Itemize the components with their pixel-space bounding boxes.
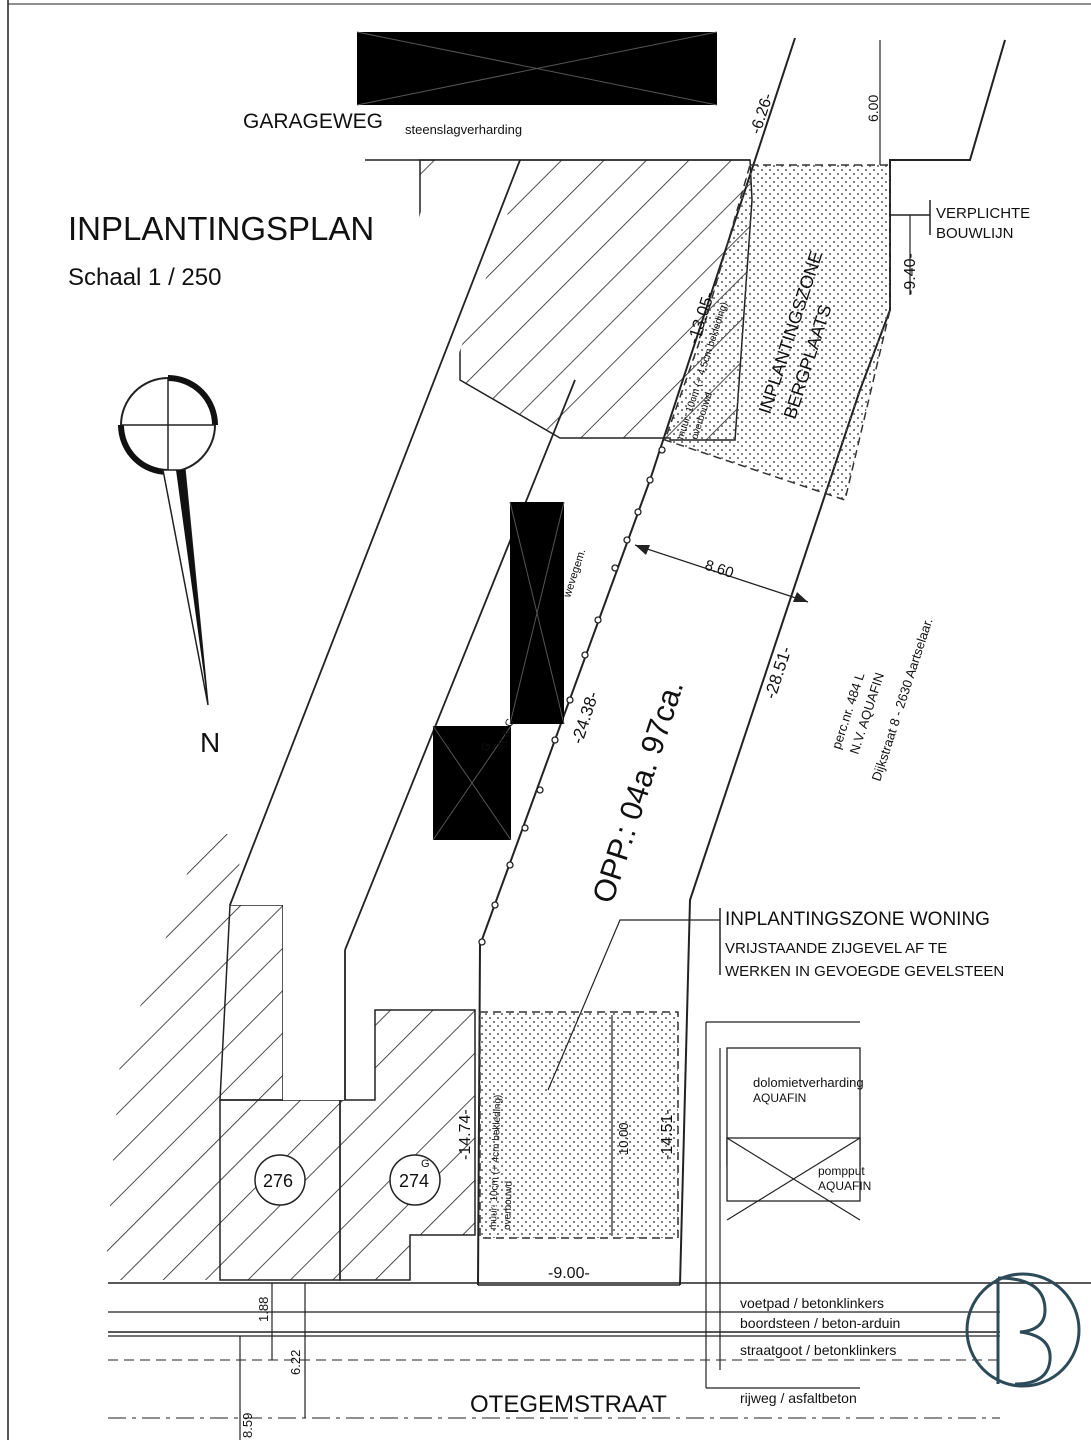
street-garageweg: GARAGEWEG xyxy=(243,110,383,133)
wegevegem-label: wevegem. xyxy=(561,548,588,600)
muur-bottom-label-1: muur: 10cm (+ 4cm bekleding) xyxy=(488,1094,504,1230)
street-lines xyxy=(108,1282,1091,1440)
dim-10-00: 10.00 xyxy=(616,1122,631,1155)
plan-title: INPLANTINGSPLAN xyxy=(68,210,374,247)
dolomiet-label-1: dolomietverharding xyxy=(753,1075,864,1090)
lane-edge-right xyxy=(344,379,576,951)
dim-9-40: -9.40- xyxy=(902,253,919,295)
layer-straatgoot: straatgoot / betonklinkers xyxy=(740,1342,896,1358)
dim-14-74: -14.74- xyxy=(457,1109,474,1160)
dim-14-51: -14.51- xyxy=(659,1109,676,1160)
zone-woning-label-3: WERKEN IN GEVOEGDE GEVELSTEEN xyxy=(725,963,1004,980)
garageweg-surface: steenslagverharding xyxy=(405,122,522,137)
house-number-276-badge xyxy=(254,1154,306,1206)
verplichte-bouwlijn-1: VERPLICHTE xyxy=(936,205,1030,222)
house-number-274: 274 xyxy=(399,1171,429,1191)
dim-6-22: 6.22 xyxy=(288,1350,303,1375)
dim-6-00: 6.00 xyxy=(865,95,881,122)
layer-boordsteen: boordsteen / beton-arduin xyxy=(740,1315,900,1331)
pompput-label-1: pompput xyxy=(818,1164,865,1178)
dim-6-26: -6.26- xyxy=(748,91,777,136)
muur-bottom-label-2: overbouwd xyxy=(502,1181,515,1230)
verplichte-bouwlijn-2: BOUWLIJN xyxy=(936,225,1014,242)
side-mark-g: G xyxy=(479,741,493,753)
dim-8-60: 8.60 xyxy=(703,557,736,582)
north-arrow-icon xyxy=(118,375,218,706)
street-otegemstraat: OTEGEMSTRAAT xyxy=(470,1391,667,1418)
fence-posts xyxy=(478,446,666,946)
layer-rijweg: rijweg / asfaltbeton xyxy=(740,1390,857,1406)
dim-9-00: -9.00- xyxy=(548,1265,590,1282)
house-274-mark: G xyxy=(421,1158,430,1170)
redaction-block-middle xyxy=(509,501,565,725)
dimension-line-8-60 xyxy=(634,544,809,603)
redaction-block-top xyxy=(356,31,718,106)
layer-voetpad: voetpad / betonklinkers xyxy=(740,1295,884,1311)
zone-bergplaats xyxy=(664,164,891,501)
dim-1-88: 1.88 xyxy=(256,1297,271,1322)
side-mark-r: R & C xyxy=(496,717,516,749)
plot-area-label: OPP.: 04a. 97ca. xyxy=(585,676,690,908)
zone-woning-label-2: VRIJSTAANDE ZIJGEVEL AF TE xyxy=(725,940,947,957)
dolomiet-label-2: AQUAFIN xyxy=(753,1091,806,1105)
dim-24-38: -24.38- xyxy=(568,689,603,746)
house-number-276: 276 xyxy=(263,1171,293,1191)
north-label: N xyxy=(200,727,220,758)
building-274 xyxy=(339,1009,476,1281)
brand-logo xyxy=(965,1272,1081,1388)
aquafin-pump-area xyxy=(705,1021,861,1389)
zone-woning xyxy=(479,1011,679,1239)
plan-scale: Schaal 1 / 250 xyxy=(68,264,221,291)
redaction-block-lower xyxy=(432,725,512,841)
zone-woning-label-1: INPLANTINGSZONE WONING xyxy=(725,909,990,930)
lane-edge-left xyxy=(229,159,521,906)
house-number-274-badge xyxy=(389,1154,441,1206)
pompput-label-2: AQUAFIN xyxy=(818,1179,871,1193)
dim-8-59: 8.59 xyxy=(240,1413,255,1438)
